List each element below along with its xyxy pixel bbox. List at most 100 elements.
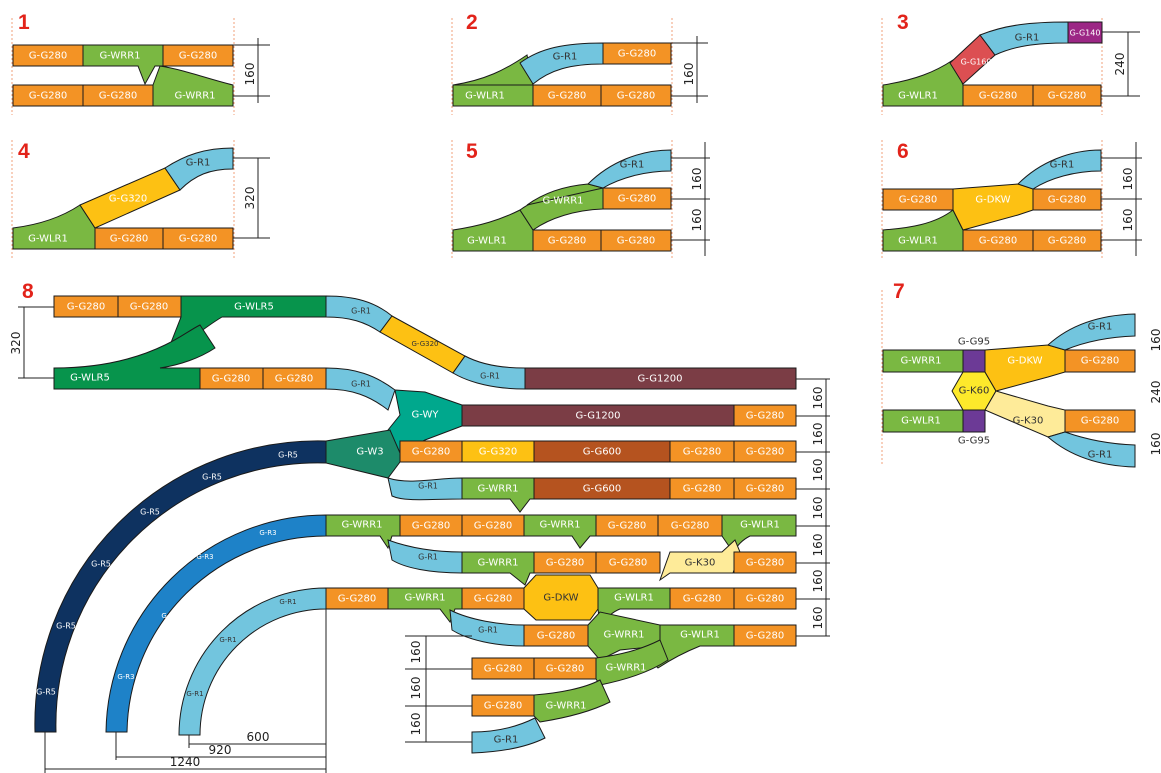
track-label: G-G280 (67, 302, 106, 313)
track-label: G-R1 (494, 735, 519, 746)
dimension-label: 320 (243, 187, 257, 210)
track-label: G-G280 (1048, 236, 1087, 247)
dimension-label: 160 (811, 607, 825, 630)
track-label: G-R1 (1050, 160, 1075, 171)
track-label: G-G280 (537, 631, 576, 642)
track-label: G-DKW (1007, 356, 1042, 367)
dimension-label: 1240 (170, 755, 201, 769)
dimension-label: 160 (409, 641, 423, 664)
track-g-r1 (1047, 313, 1136, 351)
dimension-label: 240 (1113, 53, 1127, 76)
track-label: G-WLR1 (898, 91, 938, 102)
track-label: G-R1 (1088, 450, 1113, 461)
track-label: G-WLR5 (234, 302, 274, 313)
dimension-label: 160 (811, 570, 825, 593)
track-label: G-WRR1 (542, 196, 583, 207)
track-g-g280 (602, 42, 672, 65)
track-label: G-WLR1 (680, 630, 720, 641)
track-g-r1 (1046, 431, 1136, 468)
track-label: G-R5 (36, 688, 56, 697)
track-label: G-G280 (617, 236, 656, 247)
track-label: G-G280 (179, 51, 218, 62)
track-label: G-R1 (478, 626, 498, 635)
track-label: G-WLR1 (467, 236, 507, 247)
track-label: G-G280 (683, 484, 722, 495)
dimension-label: 160 (811, 534, 825, 557)
dimension-label: 320 (9, 332, 23, 355)
dimension-label: 160 (1121, 209, 1135, 232)
track-label: G-G280 (1048, 91, 1087, 102)
track-g-g280 (162, 44, 234, 67)
track-label: G-G280 (899, 195, 938, 206)
track-label: G-WLR1 (465, 91, 505, 102)
track-label: G-G280 (548, 91, 587, 102)
track-label: G-G280 (683, 447, 722, 458)
figure-number-1: 1 (18, 11, 30, 34)
track-label: G-G280 (746, 411, 785, 422)
track-label: G-WRR1 (341, 520, 382, 531)
track-g-wrr1 (533, 679, 611, 723)
track-label: G-WLR1 (740, 520, 780, 531)
track-label: G-R1 (279, 598, 296, 606)
track-label: G-G280 (746, 631, 785, 642)
track-label: G-G280 (979, 91, 1018, 102)
track-label: G-R5 (140, 508, 160, 517)
figure-6: 6 G-G280 G-WLR1 G-DKW G-R1 G-G280 G-G280… (881, 140, 1142, 260)
figure-7: 7 G-WRR1 G-WLR1 G-G95 G-G95 G-K60 G-DKW … (881, 280, 1161, 468)
track-label: G-G320 (412, 340, 439, 348)
track-g-r1 (587, 149, 672, 189)
track-label: G-G280 (179, 234, 218, 245)
dimension-label: 240 (1149, 381, 1161, 404)
track-label: G-G280 (1081, 356, 1120, 367)
track-label: G-R5 (91, 560, 111, 569)
track-g-r1 (178, 587, 327, 736)
track-label: G-G280 (29, 51, 68, 62)
track-label: G-WRR1 (900, 356, 941, 367)
track-g-r3 (105, 514, 327, 733)
track-label: G-R1 (553, 52, 578, 63)
track-label: G-R3 (259, 529, 276, 537)
track-label: G-R5 (278, 451, 298, 460)
track-label: G-WRR1 (477, 484, 518, 495)
track-label: G-G1200 (638, 374, 683, 385)
track-g-r1 (471, 717, 546, 754)
dimension-label: 600 (247, 730, 270, 744)
track-label: G-G95 (958, 337, 990, 348)
track-label: G-G280 (1048, 195, 1087, 206)
track-label: G-G280 (546, 558, 585, 569)
track-label: G-R1 (351, 380, 371, 389)
dimension-label: 160 (811, 423, 825, 446)
track-label: G-G280 (484, 701, 523, 712)
track-label: G-WLR5 (70, 373, 110, 384)
track-label: G-G320 (109, 194, 148, 205)
track-g-dkw (984, 344, 1066, 392)
track-label: G-R1 (186, 158, 211, 169)
track-label: G-G280 (130, 302, 169, 313)
track-label: G-G280 (484, 664, 523, 675)
track-label: G-G280 (212, 374, 251, 385)
track-label: G-WLR1 (901, 416, 941, 427)
track-label: G-G280 (474, 521, 513, 532)
track-g-r1 (325, 367, 396, 411)
figure-2: 2 G-WLR1 G-R1 G-G280 G-G280 G-G280 160 (451, 11, 708, 115)
track-g-g280 (1064, 349, 1136, 373)
track-label: G-G280 (338, 594, 377, 605)
track-label: G-WRR1 (539, 520, 580, 531)
dimension-label: 160 (243, 63, 257, 86)
track-label: G-G280 (617, 91, 656, 102)
track-label: G-G280 (1081, 416, 1120, 427)
track-label: G-G280 (29, 91, 68, 102)
figure-number-7: 7 (893, 280, 905, 303)
dimension-label: 160 (690, 209, 704, 232)
dimension-label: 160 (811, 387, 825, 410)
track-label: G-G160 (961, 58, 992, 67)
track-label: G-G280 (609, 558, 648, 569)
track-label: G-WRR1 (99, 51, 140, 62)
track-label: G-WLR1 (898, 236, 938, 247)
track-label: G-G600 (583, 484, 622, 495)
figure-1: 1 G-G280 G-WRR1 G-G280 G-G280 G-G280 G-W… (11, 11, 270, 115)
track-label: G-G280 (746, 558, 785, 569)
track-label: G-WRR1 (545, 701, 586, 712)
track-label: G-G280 (608, 521, 647, 532)
track-label: G-R1 (418, 482, 438, 491)
